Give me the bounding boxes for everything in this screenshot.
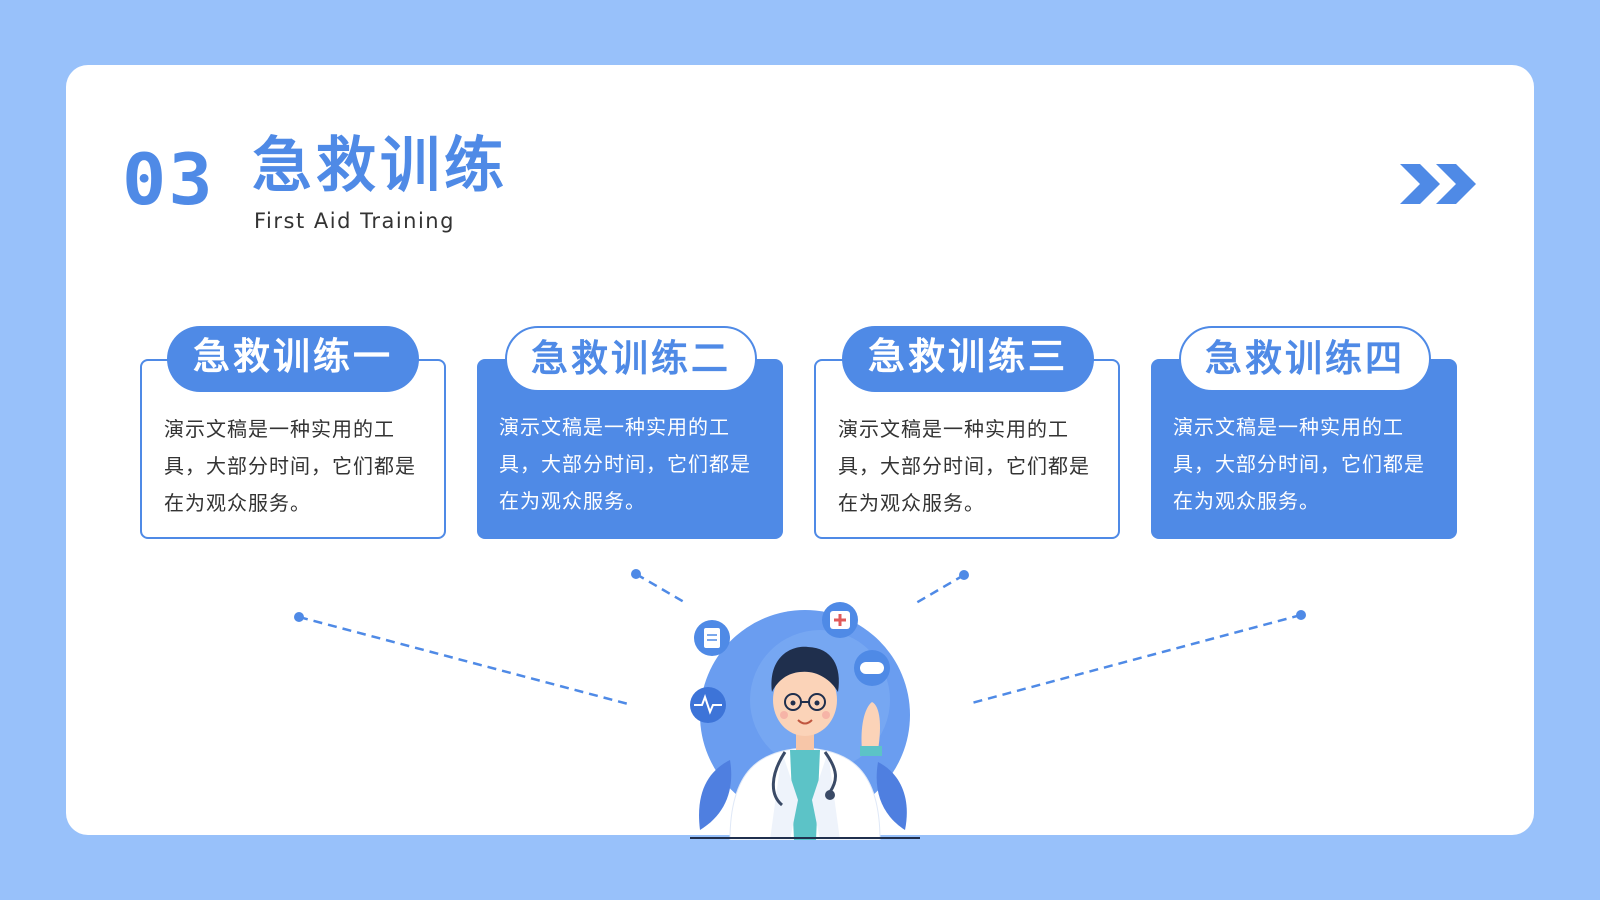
card-description: 演示文稿是一种实用的工具，大部分时间，它们都是在为观众服务。 bbox=[1173, 415, 1425, 513]
page-subtitle: First Aid Training bbox=[254, 209, 455, 233]
page-title: 急救训练 bbox=[252, 131, 508, 201]
card-description: 演示文稿是一种实用的工具，大部分时间，它们都是在为观众服务。 bbox=[164, 417, 416, 515]
section-number: 03 bbox=[122, 139, 215, 221]
card-label-3: 急救训练三 bbox=[842, 326, 1094, 392]
card-label-2: 急救训练二 bbox=[505, 326, 757, 392]
doctor-illustration bbox=[690, 602, 920, 840]
card-label-4: 急救训练四 bbox=[1179, 326, 1431, 392]
card-description: 演示文稿是一种实用的工具，大部分时间，它们都是在为观众服务。 bbox=[838, 417, 1090, 515]
card-label-1: 急救训练一 bbox=[167, 326, 419, 392]
card-description: 演示文稿是一种实用的工具，大部分时间，它们都是在为观众服务。 bbox=[499, 415, 751, 513]
double-chevron-right-icon[interactable] bbox=[1398, 162, 1478, 206]
